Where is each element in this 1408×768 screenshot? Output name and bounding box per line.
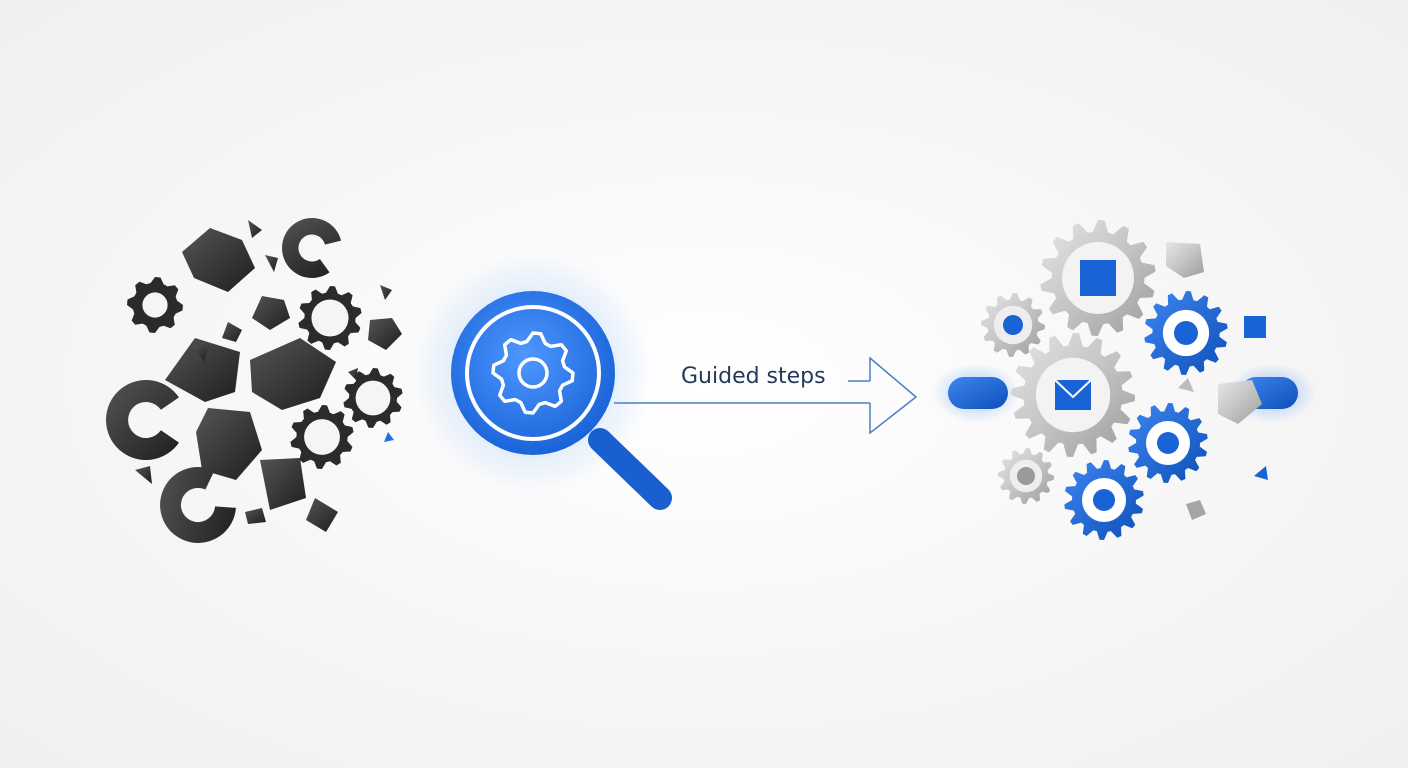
dark-shard-shape <box>165 338 240 402</box>
dark-shard-shape <box>252 296 290 330</box>
silver-block-shape <box>1166 242 1204 278</box>
dark-shard-shape <box>196 408 262 480</box>
broken-ring-shape <box>282 218 342 278</box>
blue-dot-icon <box>1174 321 1198 345</box>
dark-shard-shape <box>380 285 392 300</box>
dark-shard-shape <box>265 255 278 272</box>
blue-dot-icon <box>1003 315 1023 335</box>
dark-shard-shape <box>222 322 242 342</box>
broken-ring-shape <box>105 380 179 460</box>
dark-shard-shape <box>260 458 306 510</box>
scattered-gear-icon <box>298 286 362 350</box>
blue-dot-icon <box>1157 432 1179 454</box>
dark-shard-shape <box>245 508 266 524</box>
scattered-gear-icon <box>127 277 183 333</box>
dark-shard-shape <box>250 338 336 410</box>
grey-shard-shape <box>1178 378 1194 392</box>
blue-square-icon <box>1244 316 1266 338</box>
blue-shard-shape <box>384 432 394 442</box>
scattered-gear-icon <box>343 368 403 428</box>
silver-cube-shape <box>1218 380 1262 424</box>
dark-shard-shape <box>368 318 402 350</box>
guided-steps-arrow: Guided steps <box>614 356 918 435</box>
dark-shard-shape <box>192 345 208 362</box>
blue-dot-icon <box>1093 489 1115 511</box>
grey-dot-icon <box>1017 467 1035 485</box>
dark-shard-shape <box>135 466 152 484</box>
dark-shard-shape <box>348 368 358 380</box>
dark-shard-shape <box>182 228 255 292</box>
scattered-gear-icon <box>290 405 354 469</box>
arrow-label: Guided steps <box>681 364 826 389</box>
interlocking-gears-icon <box>932 220 1316 540</box>
blue-square-icon <box>1080 260 1116 296</box>
chaos-cluster-icon <box>105 218 403 543</box>
magnifier-gear-icon <box>413 253 672 510</box>
blue-shard-shape <box>1254 466 1268 480</box>
broken-ring-shape <box>160 467 236 543</box>
grey-shard-shape <box>1186 500 1206 520</box>
dark-shard-shape <box>248 220 262 238</box>
dark-shard-shape <box>306 498 338 532</box>
envelope-flap <box>1054 379 1092 399</box>
